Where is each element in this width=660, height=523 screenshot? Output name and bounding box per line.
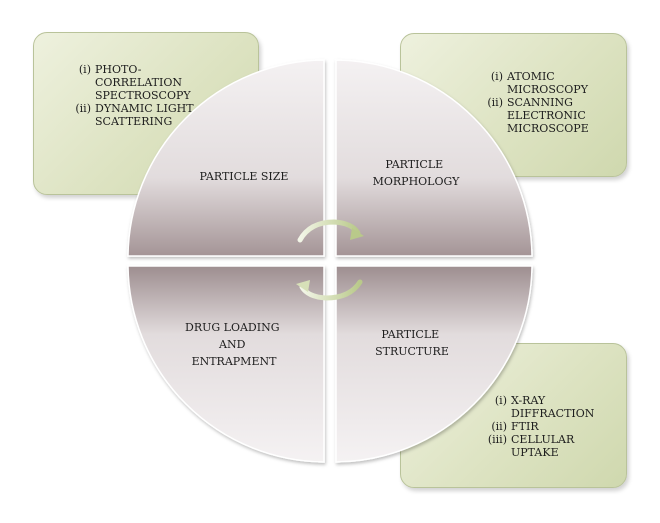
method-text: ATOMIC MICROSCOPY xyxy=(507,70,588,96)
quadrant-drug-loading xyxy=(127,265,325,463)
method-item: (i) X-RAY DIFFRACTION xyxy=(479,394,619,420)
method-item: (iii) CELLULAR UPTAKE xyxy=(479,433,619,459)
svg-text:PARTICLE STRUCTURE: PARTICLE STRUCTURE xyxy=(375,328,449,358)
method-text: SCANNING ELECTRONIC MICROSCOPE xyxy=(507,96,589,135)
method-text: PHOTO- CORRELATION SPECTROSCOPY xyxy=(95,63,191,102)
svg-text:DRUG LOADING AND ENTRA: DRUG LOADING AND ENTRAPMENT xyxy=(185,321,283,368)
method-item: (ii) FTIR xyxy=(479,420,619,433)
method-number: (ii) xyxy=(487,96,503,109)
method-item: (i) PHOTO- CORRELATION SPECTROSCOPY xyxy=(58,63,238,102)
method-item: (ii) SCANNING ELECTRONIC MICROSCOPE xyxy=(479,96,619,135)
size-methods-list: (i) PHOTO- CORRELATION SPECTROSCOPY (ii) DY… xyxy=(58,63,238,128)
label-structure-line1: PARTICLE xyxy=(381,328,439,341)
label-drug-loading-line2: AND xyxy=(218,338,246,351)
label-morphology-line2: MORPHOLOGY xyxy=(373,175,460,188)
quadrant-particle-structure xyxy=(335,265,533,463)
method-number: (ii) xyxy=(75,102,91,115)
method-text: CELLULAR UPTAKE xyxy=(511,433,575,459)
label-structure-line2: STRUCTURE xyxy=(375,345,449,358)
label-particle-size: PARTICLE SIZE xyxy=(200,170,289,183)
label-drug-loading-line3: ENTRAPMENT xyxy=(192,355,278,368)
method-number: (ii) xyxy=(491,420,507,433)
method-number: (i) xyxy=(490,70,503,83)
method-item: (i) ATOMIC MICROSCOPY xyxy=(479,70,619,96)
quadrant-particle-size xyxy=(127,59,325,257)
label-morphology-line1: PARTICLE xyxy=(385,158,443,171)
method-text: FTIR xyxy=(511,420,539,433)
method-text: X-RAY DIFFRACTION xyxy=(511,394,595,420)
structure-methods-list: (i) X-RAY DIFFRACTION (ii) FTIR (iii) CELLULA… xyxy=(479,394,619,459)
svg-text:PARTICLE MORPHOLOGY: PARTICLE MORPHOLOGY xyxy=(373,158,460,188)
method-text: DYNAMIC LIGHT SCATTERING xyxy=(95,102,194,128)
cycle-arrow-icon xyxy=(296,219,364,301)
method-number: (i) xyxy=(78,63,91,76)
method-number: (i) xyxy=(494,394,507,407)
method-number: (iii) xyxy=(487,433,507,446)
morphology-methods-list: (i) ATOMIC MICROSCOPY (ii) SCANNING ELECTRO… xyxy=(479,70,619,135)
method-item: (ii) DYNAMIC LIGHT SCATTERING xyxy=(58,102,238,128)
quadrant-particle-morphology xyxy=(335,59,533,257)
svg-text:PARTICLE SIZE: PARTICLE SIZE xyxy=(200,170,289,183)
label-drug-loading-line1: DRUG LOADING xyxy=(185,321,280,334)
